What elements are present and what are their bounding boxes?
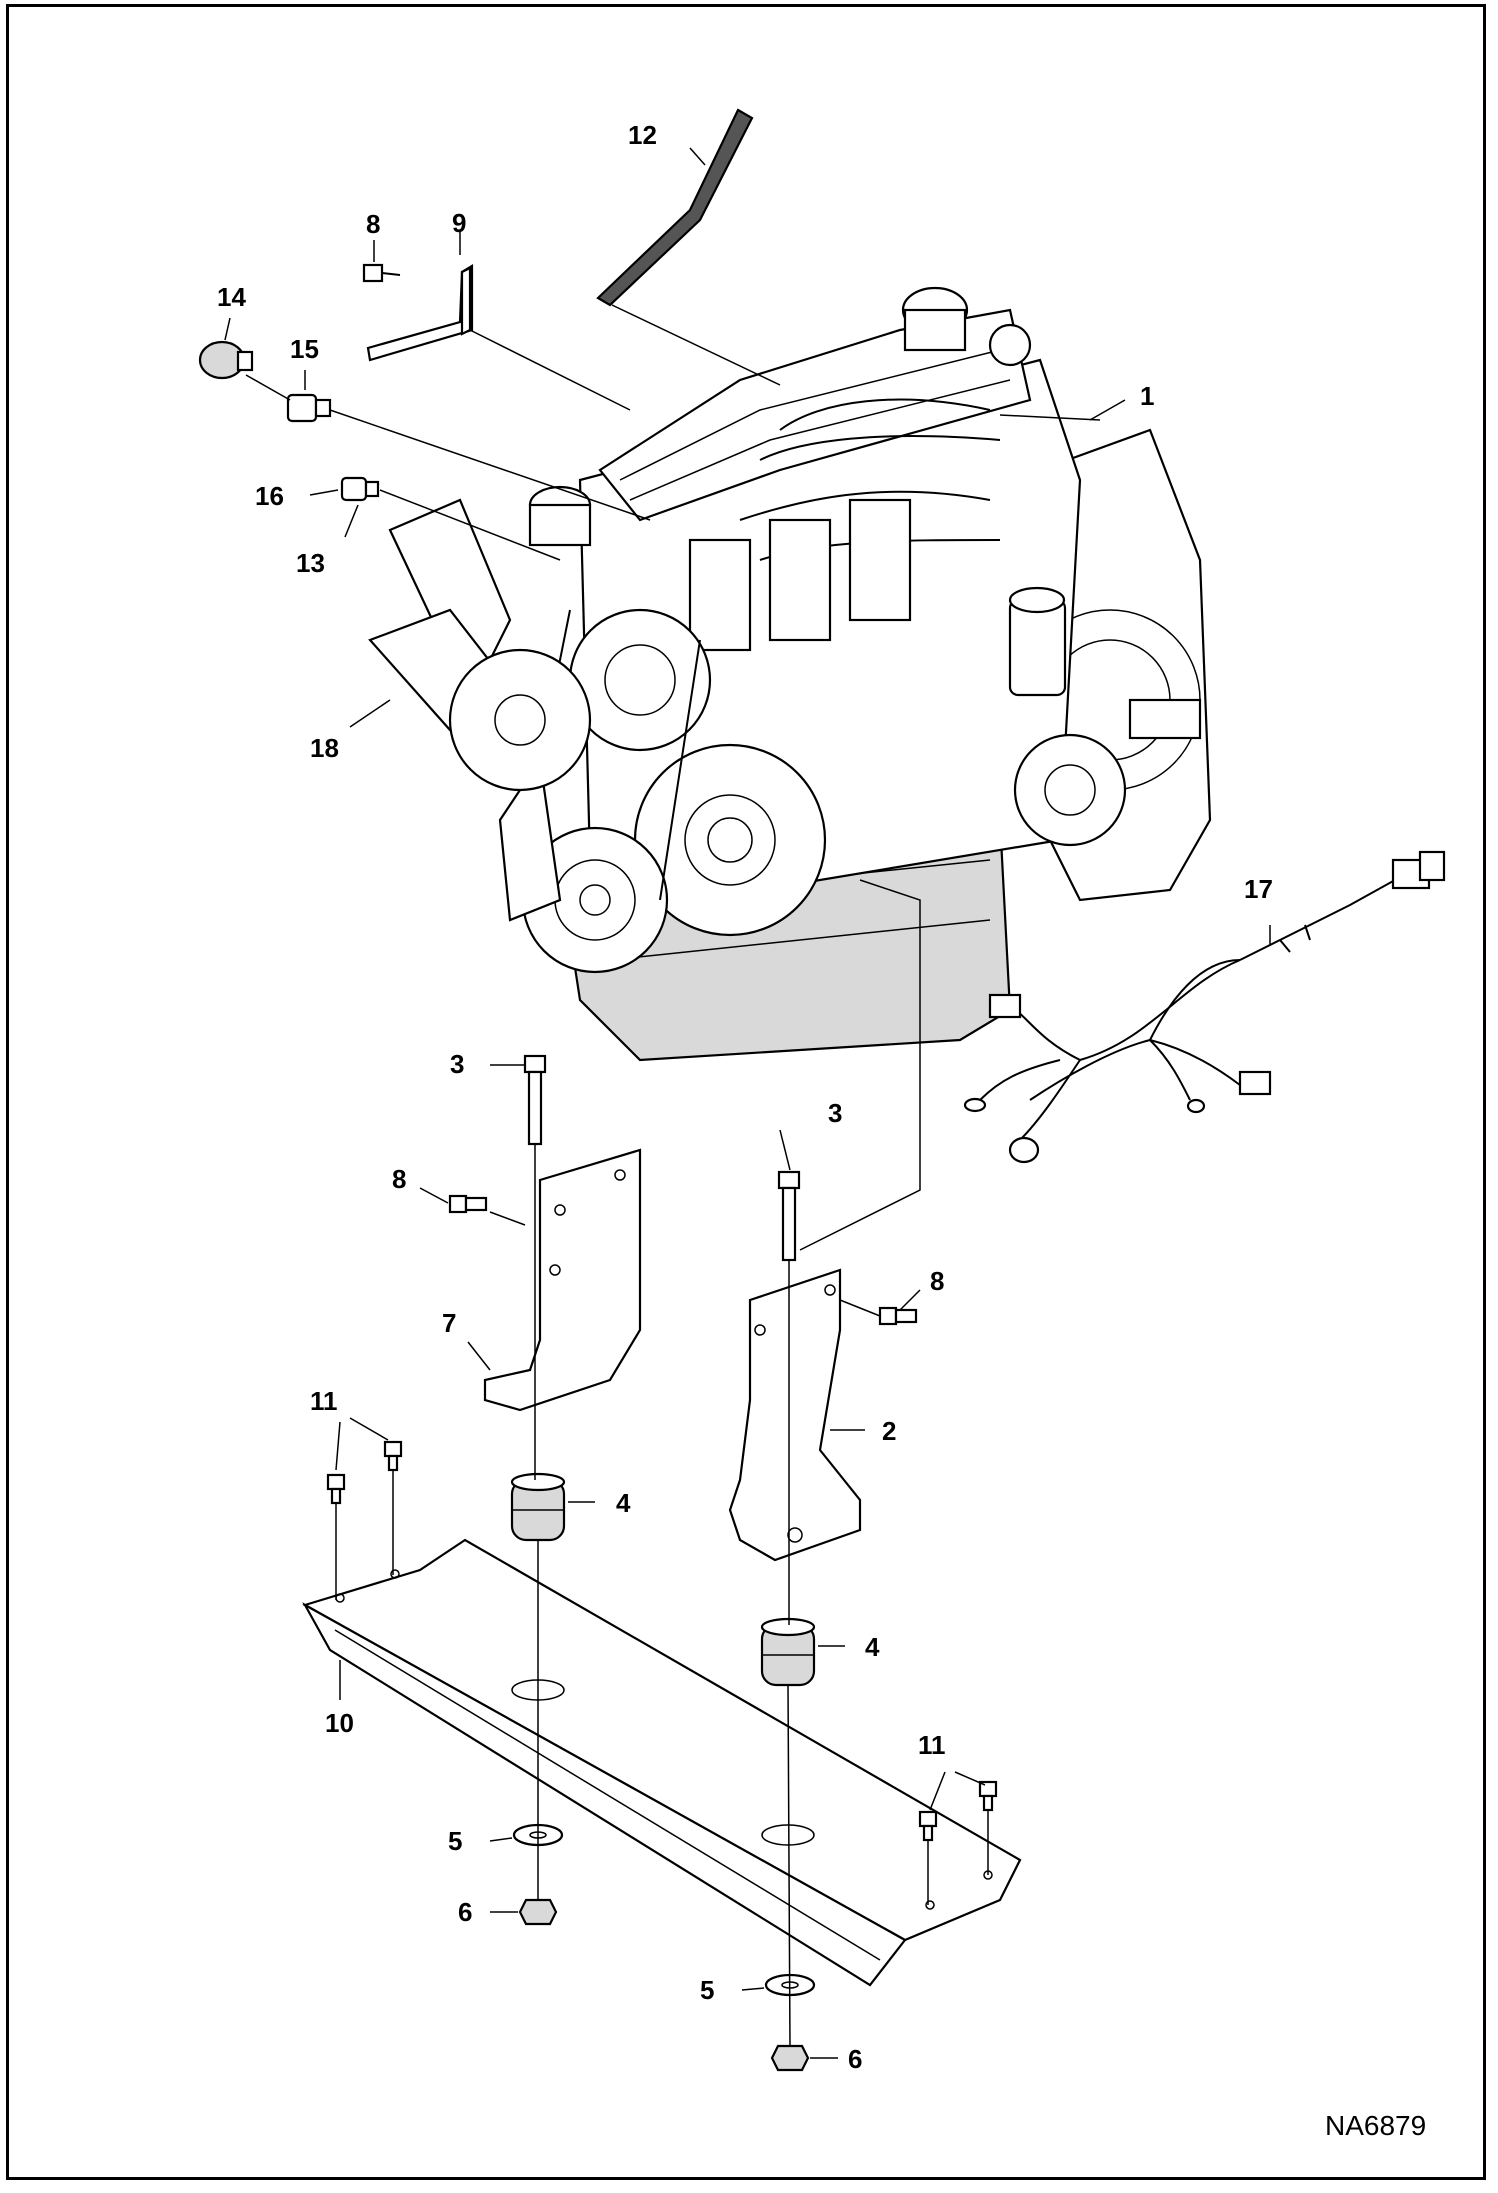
callout-3-right: 3 — [828, 1098, 842, 1128]
callout-15: 15 — [290, 334, 319, 364]
bolt-8-left — [448, 1194, 488, 1214]
callout-7: 7 — [442, 1308, 456, 1338]
bolt-3-left — [523, 1054, 547, 1146]
wiring-harness — [963, 850, 1446, 1164]
callout-14: 14 — [217, 282, 246, 312]
nut-6-left — [518, 1898, 558, 1926]
sender-14 — [198, 340, 254, 380]
isolator-4-left — [510, 1472, 566, 1542]
callout-5-left: 5 — [448, 1826, 462, 1856]
frame-rail — [302, 1538, 1022, 1942]
callout-8-right: 8 — [930, 1266, 944, 1296]
callout-3-left: 3 — [450, 1049, 464, 1079]
bolt-8-top — [362, 263, 401, 283]
callout-12: 12 — [628, 120, 657, 150]
callout-11-right: 11 — [918, 1730, 946, 1760]
callout-13: 13 — [296, 548, 325, 578]
cooling-fan — [368, 498, 592, 922]
adapter-15 — [286, 393, 332, 423]
bolt-11-a — [326, 1473, 346, 1505]
engine-mount-left — [483, 1148, 642, 1412]
callout-8-left: 8 — [392, 1164, 406, 1194]
bracket-9 — [366, 264, 474, 362]
isolator-4-right — [760, 1617, 816, 1687]
callout-1: 1 — [1140, 381, 1154, 411]
callout-6-left: 6 — [458, 1897, 472, 1927]
nut-6-right — [770, 2044, 810, 2072]
ground-strap — [596, 108, 754, 307]
callout-10: 10 — [325, 1708, 354, 1738]
callout-16: 16 — [255, 481, 284, 511]
callout-4-left: 4 — [616, 1488, 631, 1518]
bolt-3-right — [777, 1170, 801, 1262]
fitting-16 — [340, 476, 380, 502]
bolt-11-d — [978, 1780, 998, 1812]
callout-18: 18 — [310, 733, 339, 763]
callout-6-right: 6 — [848, 2044, 862, 2074]
callout-5-right: 5 — [700, 1975, 714, 2005]
callout-11-left: 11 — [310, 1386, 338, 1416]
engine-assembly — [519, 286, 1212, 1062]
callout-9: 9 — [452, 208, 466, 238]
callout-2: 2 — [882, 1416, 896, 1446]
callout-4-right: 4 — [865, 1632, 880, 1662]
drawing-id: NA6879 — [1325, 2110, 1426, 2141]
bolt-11-b — [383, 1440, 403, 1472]
callout-17: 17 — [1244, 874, 1273, 904]
callout-leaders — [224, 147, 1271, 2059]
engine-mount-right — [728, 1268, 862, 1562]
bolt-8-right — [878, 1306, 918, 1326]
callout-8-top: 8 — [366, 209, 380, 239]
